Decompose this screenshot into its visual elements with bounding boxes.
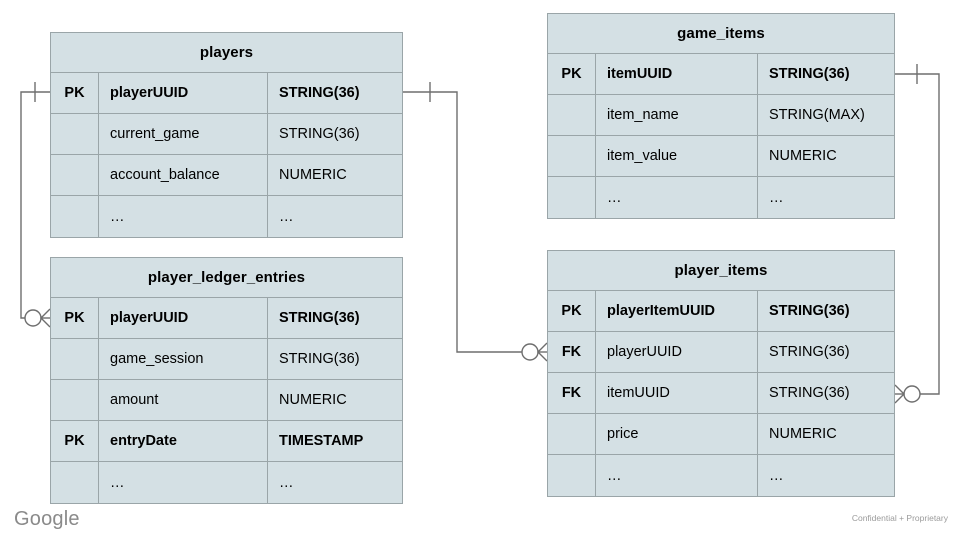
row-key-badge [548,95,596,135]
row-field-name: item_name [596,95,758,135]
row-field-name: playerUUID [99,298,268,338]
row-field-type: … [769,189,784,206]
row-key-badge: PK [51,421,99,461]
entity-title-player-ledger-entries: player_ledger_entries [51,258,402,298]
row-field-name: entryDate [99,421,268,461]
row-field-name: current_game [99,114,268,154]
row-key-badge [548,136,596,176]
entity-row[interactable]: PK playerUUID STRING(36) [51,73,402,114]
row-key-badge [51,196,99,237]
entity-table-game-items[interactable]: game_items PK itemUUID STRING(36) item_n… [547,13,895,219]
row-field-type: STRING(36) [769,303,850,319]
row-field-name: itemUUID [596,373,758,413]
entity-row[interactable]: … … [51,196,402,237]
relationship-players-to-ledger [20,82,51,328]
entity-row[interactable]: PK playerItemUUID STRING(36) [548,291,894,332]
row-field-name: amount [99,380,268,420]
row-key-badge [548,455,596,496]
entity-row[interactable]: PK itemUUID STRING(36) [548,54,894,95]
row-field-type: STRING(36) [769,344,850,360]
row-field-type: STRING(36) [279,310,360,326]
row-key-badge [548,414,596,454]
entity-row[interactable]: price NUMERIC [548,414,894,455]
row-key-badge [51,339,99,379]
row-key-badge: PK [548,291,596,331]
row-field-type: … [279,208,294,225]
row-field-name: playerUUID [596,332,758,372]
row-key-badge [51,380,99,420]
row-field-type: STRING(36) [279,85,360,101]
cardinality-zero-circle-player-items [521,343,539,361]
entity-row[interactable]: FK playerUUID STRING(36) [548,332,894,373]
row-field-name: playerItemUUID [596,291,758,331]
relationship-game-items-to-player-items [894,64,940,404]
row-field-type: NUMERIC [279,392,347,408]
row-field-name: game_session [99,339,268,379]
row-field-type: … [769,467,784,484]
row-key-badge: FK [548,373,596,413]
row-field-name: … [99,462,268,503]
entity-row[interactable]: … … [51,462,402,503]
entity-row[interactable]: amount NUMERIC [51,380,402,421]
entity-title-players: players [51,33,402,73]
row-field-name: item_value [596,136,758,176]
row-key-badge [548,177,596,218]
entity-table-player-items[interactable]: player_items PK playerItemUUID STRING(36… [547,250,895,497]
row-key-badge [51,462,99,503]
row-key-badge: FK [548,332,596,372]
row-field-name: playerUUID [99,73,268,113]
row-field-type: NUMERIC [279,167,347,183]
cardinality-zero-circle-ledger [24,309,42,327]
connector-line-players-to-ledger [20,91,50,319]
relationship-players-to-player-items [403,82,548,362]
entity-row[interactable]: … … [548,455,894,496]
row-field-type: STRING(36) [279,126,360,142]
row-field-type: STRING(36) [769,66,850,82]
entity-row[interactable]: game_session STRING(36) [51,339,402,380]
row-field-name: price [596,414,758,454]
row-key-badge: PK [51,298,99,338]
confidentiality-note: Confidential + Proprietary [851,513,948,523]
row-key-badge [51,114,99,154]
row-field-name: itemUUID [596,54,758,94]
row-field-name: account_balance [99,155,268,195]
row-key-badge [51,155,99,195]
entity-row[interactable]: FK itemUUID STRING(36) [548,373,894,414]
entity-row[interactable]: PK entryDate TIMESTAMP [51,421,402,462]
entity-title-player-items: player_items [548,251,894,291]
entity-row[interactable]: item_name STRING(MAX) [548,95,894,136]
row-field-name: … [596,455,758,496]
entity-table-player-ledger-entries[interactable]: player_ledger_entries PK playerUUID STRI… [50,257,403,504]
row-field-type: STRING(36) [769,385,850,401]
row-field-type: … [279,474,294,491]
entity-row[interactable]: account_balance NUMERIC [51,155,402,196]
entity-title-game-items: game_items [548,14,894,54]
row-field-type: STRING(MAX) [769,107,865,123]
entity-row[interactable]: … … [548,177,894,218]
row-field-type: NUMERIC [769,426,837,442]
entity-row[interactable]: item_value NUMERIC [548,136,894,177]
connector-line-game-items-to-player-items [895,73,940,395]
row-field-type: STRING(36) [279,351,360,367]
row-field-type: TIMESTAMP [279,433,364,449]
cardinality-zero-circle-item-fk [903,385,921,403]
row-field-name: … [596,177,758,218]
row-key-badge: PK [548,54,596,94]
entity-row[interactable]: PK playerUUID STRING(36) [51,298,402,339]
row-field-type: NUMERIC [769,148,837,164]
row-key-badge: PK [51,73,99,113]
google-logo: Google [14,508,80,530]
entity-row[interactable]: current_game STRING(36) [51,114,402,155]
connector-line-players-to-player-items [403,91,538,353]
entity-table-players[interactable]: players PK playerUUID STRING(36) current… [50,32,403,238]
row-field-name: … [99,196,268,237]
